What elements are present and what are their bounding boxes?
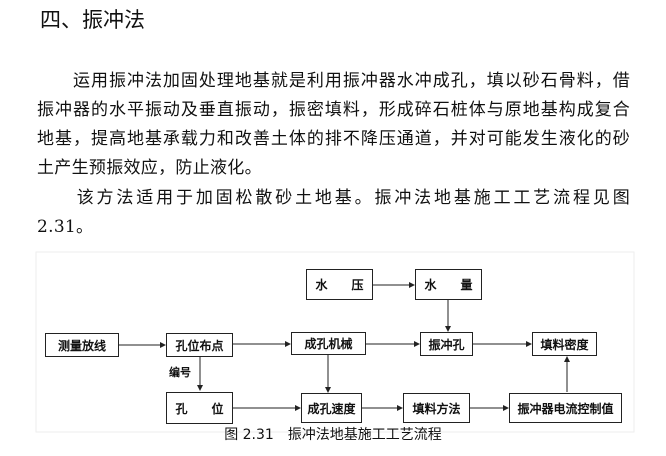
box-drilling-speed: 成孔速度 (301, 393, 362, 423)
section-title: 四、振冲法 (40, 8, 145, 32)
box-fill-density: 填料密度 (532, 332, 597, 356)
paragraph-line: 振冲器的水平振动及垂直振动，振密填料，形成碎石桩体与原地基构成复合 (37, 100, 630, 120)
box-water-volume: 水 量 (415, 269, 482, 300)
box-hole-layout: 孔位布点 (166, 333, 233, 357)
paragraph-line: 运用振冲法加固处理地基就是利用振冲器水冲成孔，填以砂石骨料，借 (37, 71, 630, 91)
paragraph-line: 土产生预振效应，防止液化。 (37, 158, 262, 178)
edge-label-numbering: 编号 (169, 366, 191, 379)
box-current-control: 振冲器电流控制值 (509, 393, 622, 423)
box-water-pressure: 水 压 (306, 269, 373, 300)
paragraph-line: 地基，提高地基承载力和改善土体的排不降压通道，并对可能发生液化的砂 (37, 129, 630, 149)
paragraph-line: 该方法适用于加固松散砂土地基。振冲法地基施工工艺流程见图 (37, 188, 630, 208)
box-survey: 测量放线 (45, 333, 119, 357)
box-hole-position: 孔 位 (166, 392, 233, 424)
box-vibro-hole: 振冲孔 (420, 332, 473, 356)
box-drilling-machine: 成孔机械 (291, 332, 366, 355)
paragraph-line: 2.31。 (37, 217, 94, 237)
figure-caption: 图 2.31 振冲法地基施工工艺流程 (224, 427, 442, 443)
box-fill-method: 填料方法 (403, 393, 470, 423)
